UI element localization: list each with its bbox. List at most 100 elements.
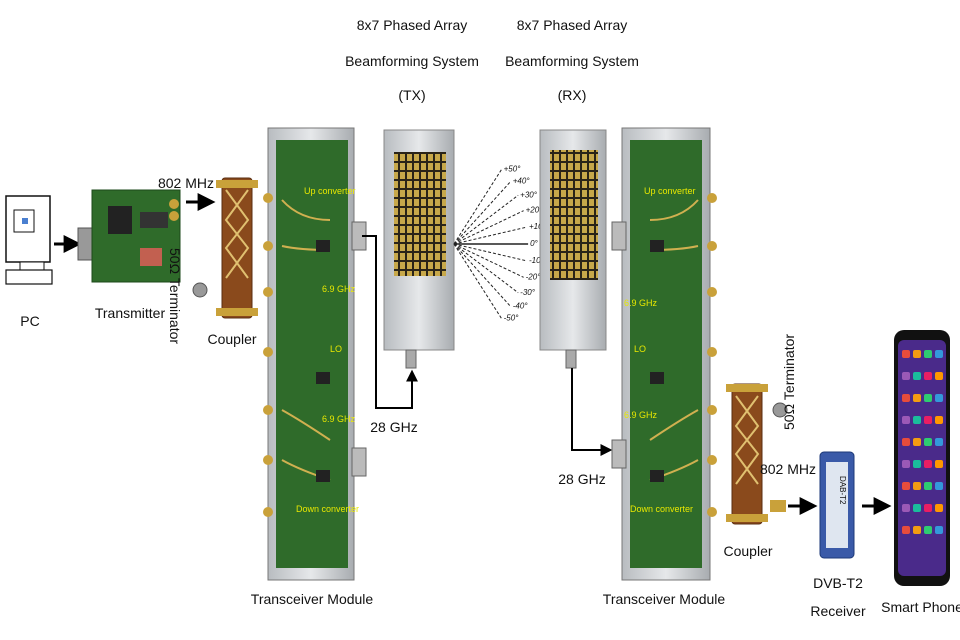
beam-line	[453, 243, 528, 262]
phone-app-icon	[935, 482, 943, 490]
phone-app-icon	[935, 504, 943, 512]
phone-app-icon	[902, 350, 910, 358]
phone-app-icon	[913, 526, 921, 534]
transceiver-rx-board	[611, 127, 717, 581]
arrow-transceiver-tx-array	[362, 235, 418, 409]
pcb-tx-lo-freq-bottom: 6.9 GHz	[322, 414, 356, 424]
phone-app-icon	[924, 372, 932, 380]
freq-rf-rx-label: 28 GHz	[558, 471, 605, 487]
phone-app-icon	[924, 350, 932, 358]
phone-app-icon	[924, 416, 932, 424]
freq-if-tx-label: 802 MHz	[158, 175, 214, 191]
pc-label: PC	[20, 313, 39, 329]
beam-angle-label: -30°	[520, 288, 536, 297]
phone-app-icon	[902, 438, 910, 446]
pcb-rx-lo-freq-bottom: 6.9 GHz	[624, 410, 658, 420]
phone-app-icon	[913, 372, 921, 380]
beam-line	[453, 243, 524, 278]
coupler-tx	[216, 177, 258, 319]
phone-app-icon	[935, 438, 943, 446]
rx-phased-array	[539, 129, 607, 369]
rx-title-line2: Beamforming System	[505, 53, 639, 69]
transceiver-tx-board	[263, 127, 367, 581]
tx-title-line1: 8x7 Phased Array	[357, 17, 468, 33]
beam-line	[453, 226, 528, 245]
rx-title-line1: 8x7 Phased Array	[517, 17, 628, 33]
phone-app-icon	[902, 482, 910, 490]
phone-app-icon	[902, 504, 910, 512]
coupler-rx	[726, 383, 768, 525]
freq-if-rx-label: 802 MHz	[760, 461, 816, 477]
beam-line	[453, 180, 512, 245]
tx-title-line3: (TX)	[398, 87, 425, 103]
phone-app-icon	[913, 504, 921, 512]
phone-app-icon	[924, 482, 932, 490]
pcb-rx-lo: LO	[634, 344, 646, 354]
pcb-rx-lo-freq-top: 6.9 GHz	[624, 298, 658, 308]
beam-angle-label: +10°	[529, 222, 547, 231]
pcb-rx-down-converter: Down converter	[630, 504, 693, 514]
phone-app-icon	[913, 416, 921, 424]
receiver-label-line1: DVB-T2	[813, 575, 863, 591]
phone-app-icon	[924, 460, 932, 468]
phone-app-icon	[913, 350, 921, 358]
transceiver-tx-label: Transceiver Module	[251, 591, 374, 607]
terminator-rx	[772, 402, 788, 418]
beam-angle-label: +20°	[526, 206, 544, 215]
transmitter-board	[77, 189, 181, 283]
phone-app-icon	[902, 460, 910, 468]
beam-line	[453, 210, 524, 245]
beam-line	[453, 243, 519, 294]
coupler-tx-label: Coupler	[207, 331, 256, 347]
transmitter-label: Transmitter	[95, 305, 166, 321]
receiver-screen-text: DAB-T2	[838, 476, 847, 505]
freq-rf-tx-label: 28 GHz	[370, 419, 417, 435]
beam-angle-label: -10°	[529, 256, 545, 265]
terminator-rx-label: 50Ω Terminator	[781, 334, 797, 430]
transceiver-rx-label: Transceiver Module	[603, 591, 726, 607]
beam-line	[453, 243, 512, 308]
tx-phased-array	[383, 129, 455, 369]
phone-app-icon	[935, 416, 943, 424]
phone-app-icon	[913, 394, 921, 402]
pcb-rx-up-converter: Up converter	[644, 186, 696, 196]
phone-app-icon	[935, 460, 943, 468]
beam-angle-label: +30°	[520, 190, 538, 199]
beam-angle-label: 0°	[530, 239, 538, 248]
phone-app-icon	[935, 526, 943, 534]
phone-app-icon	[924, 504, 932, 512]
phone-app-icon	[935, 350, 943, 358]
smartphone-icon	[894, 330, 950, 586]
beam-line	[453, 194, 519, 245]
phone-app-icon	[924, 438, 932, 446]
pcb-tx-lo: LO	[330, 344, 342, 354]
beam-angle-label: -40°	[513, 302, 529, 311]
pcb-tx-up-converter: Up converter	[304, 186, 356, 196]
beam-angle-label: +40°	[513, 176, 531, 185]
phone-app-icon	[913, 482, 921, 490]
pcb-tx-down-converter: Down converter	[296, 504, 359, 514]
phone-app-icon	[902, 526, 910, 534]
dvb-t2-receiver	[819, 451, 855, 559]
tx-title-line2: Beamforming System	[345, 53, 479, 69]
receiver-label-line2: Receiver	[810, 603, 866, 619]
phone-app-icon	[902, 394, 910, 402]
arrow-rx-array-transceiver	[571, 368, 613, 456]
beam-angle-label: +50°	[504, 164, 522, 173]
pcb-tx-lo-freq-top: 6.9 GHz	[322, 284, 356, 294]
beam-angle-label: -50°	[504, 314, 520, 323]
smartphone-label: Smart Phone	[881, 599, 960, 615]
phone-app-icon	[924, 526, 932, 534]
phone-app-icon	[935, 394, 943, 402]
phone-app-icon	[902, 372, 910, 380]
phone-app-icon	[924, 394, 932, 402]
coupler-rx-label: Coupler	[723, 543, 772, 559]
connector-rx	[770, 500, 786, 512]
pc-icon	[5, 195, 53, 285]
rx-title-line3: (RX)	[558, 87, 587, 103]
terminator-tx	[192, 282, 208, 298]
phone-app-icon	[913, 438, 921, 446]
terminator-tx-label: 50Ω Terminator	[167, 248, 183, 344]
phone-app-icon	[935, 372, 943, 380]
